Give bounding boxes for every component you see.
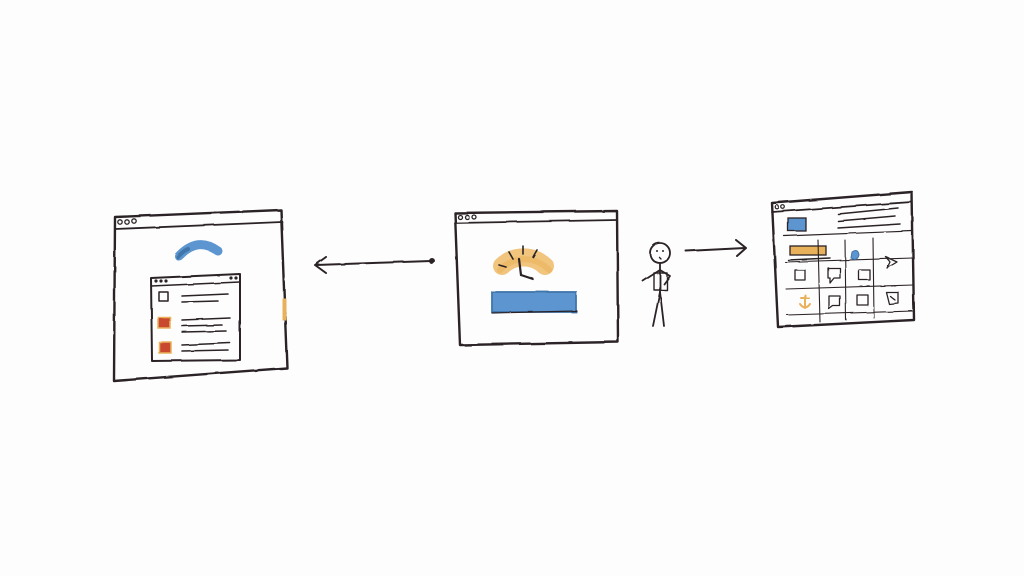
square-icon [856, 294, 869, 306]
dialog-row [158, 291, 229, 303]
highlighted-row [789, 245, 827, 256]
scrollbar-handle [282, 298, 286, 320]
dialog-row [158, 341, 231, 354]
checkbox-checked-icon [158, 341, 172, 354]
right-browser-window [770, 190, 916, 329]
right-window-titlebar-line [771, 201, 913, 213]
arrow-icon [885, 256, 898, 269]
left-dialog-panel [150, 273, 241, 362]
right-header-block [787, 217, 807, 232]
left-window-titlebar-line [114, 221, 283, 230]
checkbox-empty-icon [158, 291, 169, 302]
arrow-start-dot [429, 258, 435, 264]
chat-icon [828, 295, 841, 310]
left-window-frame [112, 208, 289, 383]
right-window-frame [770, 190, 916, 329]
left-browser-window [112, 208, 289, 383]
speech-bubble-icon [827, 267, 841, 284]
user-figure-icon [642, 242, 671, 327]
progress-bar [491, 291, 578, 314]
middle-window-titlebar-line [454, 219, 618, 224]
left-window-controls-icon [117, 218, 137, 225]
square-icon [794, 269, 806, 281]
middle-browser-window [453, 209, 620, 347]
arrow-left-connector [314, 256, 435, 274]
blob-icon [850, 250, 860, 260]
anchor-icon [799, 294, 811, 309]
right-window-controls-icon [774, 204, 786, 210]
middle-window-frame [453, 209, 620, 347]
speedometer-gauge-icon [493, 245, 554, 281]
arrow-right-connector [685, 239, 747, 257]
checkbox-checked-icon [157, 316, 171, 329]
note-icon [885, 291, 899, 305]
dialog-row [157, 316, 231, 333]
gauge-needle [517, 257, 523, 277]
middle-window-controls-icon [457, 214, 477, 220]
